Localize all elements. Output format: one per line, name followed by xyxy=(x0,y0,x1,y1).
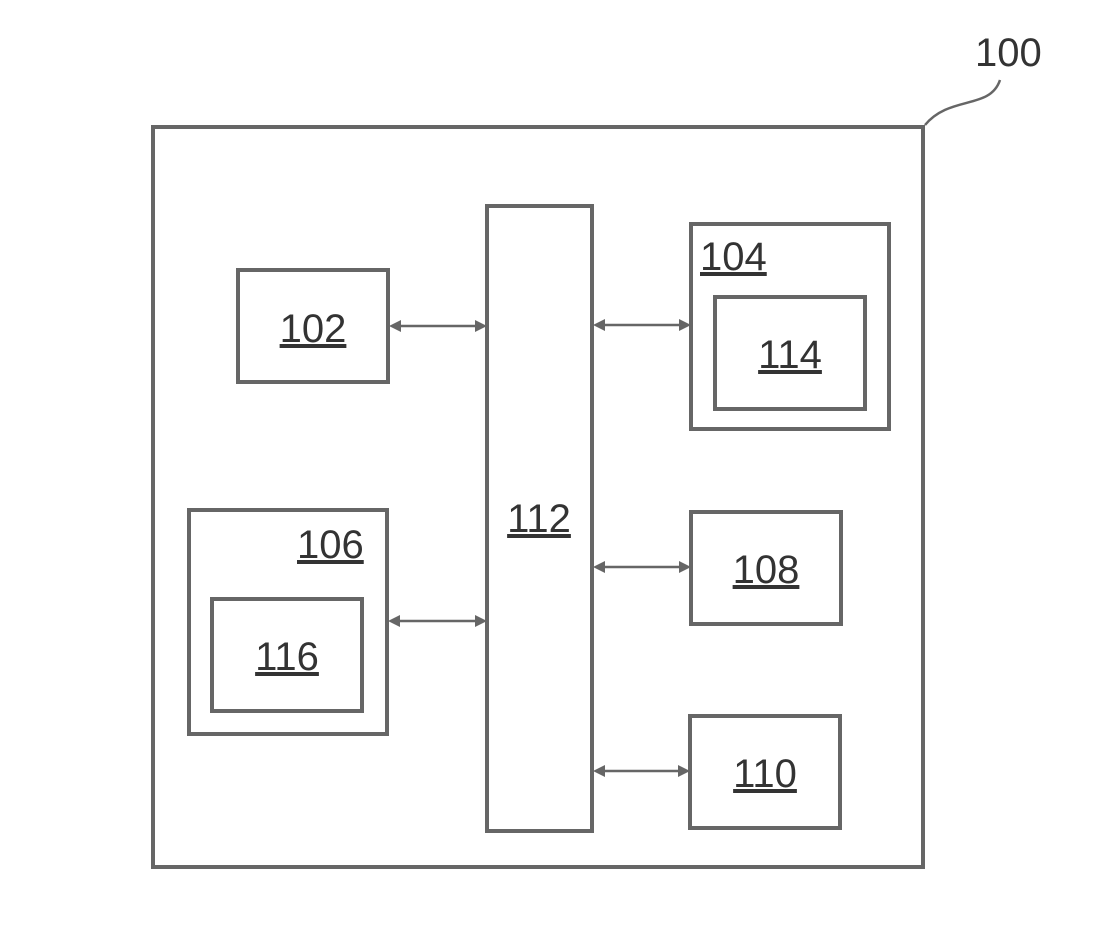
connector-112-104 xyxy=(593,319,691,331)
arrowhead-left-icon xyxy=(389,320,401,332)
block-106-label: 106 xyxy=(297,523,364,567)
block-116-label: 116 xyxy=(255,635,319,679)
arrowhead-left-icon xyxy=(388,615,400,627)
block-108-label: 108 xyxy=(733,548,800,592)
connector-102-112 xyxy=(389,320,487,332)
connector-106-112 xyxy=(388,615,487,627)
system-label: 100 xyxy=(975,31,1042,75)
connector-112-110 xyxy=(593,765,690,777)
block-114-label: 114 xyxy=(758,333,822,377)
block-104-label: 104 xyxy=(700,235,767,279)
arrowhead-left-icon xyxy=(593,561,605,573)
block-112-label: 112 xyxy=(507,497,571,541)
arrowhead-left-icon xyxy=(593,319,605,331)
block-102-label: 102 xyxy=(280,307,347,351)
arrowhead-left-icon xyxy=(593,765,605,777)
connector-112-108 xyxy=(593,561,691,573)
block-110-label: 110 xyxy=(733,752,797,796)
system-leader-line xyxy=(925,80,1000,125)
